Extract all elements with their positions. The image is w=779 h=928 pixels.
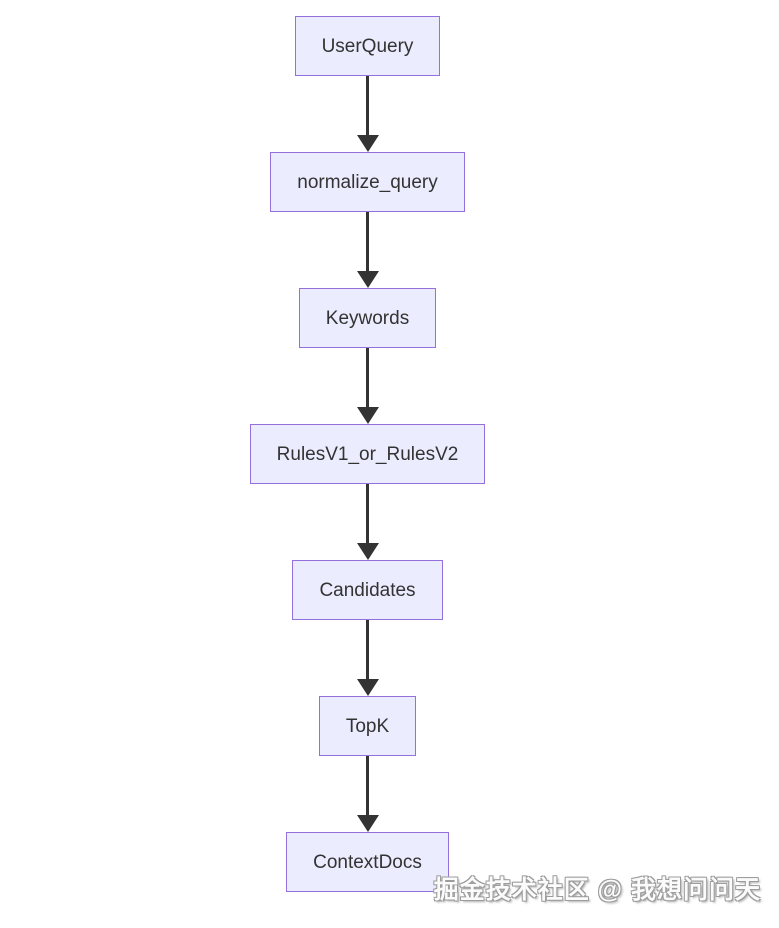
flowchart-node-keywords: Keywords bbox=[298, 288, 437, 348]
edge-topk-to-contextdocs bbox=[356, 756, 379, 832]
flowchart-node-candidates: Candidates bbox=[292, 560, 443, 620]
edge-line bbox=[366, 620, 369, 679]
edge-line bbox=[366, 348, 369, 407]
edge-line bbox=[366, 756, 369, 815]
edge-userquery-to-normalize-query bbox=[356, 76, 379, 152]
flowchart-node-normalize-query: normalize_query bbox=[270, 152, 465, 212]
arrowhead-icon bbox=[356, 407, 379, 424]
edge-normalize-query-to-keywords bbox=[356, 212, 379, 288]
edge-line bbox=[366, 212, 369, 271]
arrowhead-icon bbox=[356, 815, 379, 832]
arrowhead-icon bbox=[356, 543, 379, 560]
watermark-text: 掘金技术社区 @ 我想问问天 bbox=[433, 876, 761, 904]
flowchart-node-rulesv1-or-rulesv2: RulesV1_or_RulesV2 bbox=[249, 424, 486, 484]
node-label-userquery: UserQuery bbox=[321, 35, 414, 57]
flowchart-node-contextdocs: ContextDocs bbox=[286, 832, 449, 892]
edge-candidates-to-topk bbox=[356, 620, 379, 696]
node-label-contextdocs: ContextDocs bbox=[313, 851, 422, 873]
flowchart-node-userquery: UserQuery bbox=[294, 16, 441, 76]
edge-line bbox=[366, 76, 369, 135]
arrowhead-icon bbox=[356, 135, 379, 152]
node-label-keywords: Keywords bbox=[325, 307, 410, 329]
edge-rulesv1-or-rulesv2-to-candidates bbox=[356, 484, 379, 560]
arrowhead-icon bbox=[356, 271, 379, 288]
flowchart: UserQuery normalize_query Keywords Rules… bbox=[0, 16, 735, 892]
edge-keywords-to-rulesv1-or-rulesv2 bbox=[356, 348, 379, 424]
node-label-rulesv1-or-rulesv2: RulesV1_or_RulesV2 bbox=[276, 443, 459, 465]
node-label-candidates: Candidates bbox=[319, 579, 416, 601]
arrowhead-icon bbox=[356, 679, 379, 696]
node-label-topk: TopK bbox=[345, 715, 390, 737]
edge-line bbox=[366, 484, 369, 543]
node-label-normalize-query: normalize_query bbox=[297, 171, 438, 193]
flowchart-node-topk: TopK bbox=[318, 696, 417, 756]
